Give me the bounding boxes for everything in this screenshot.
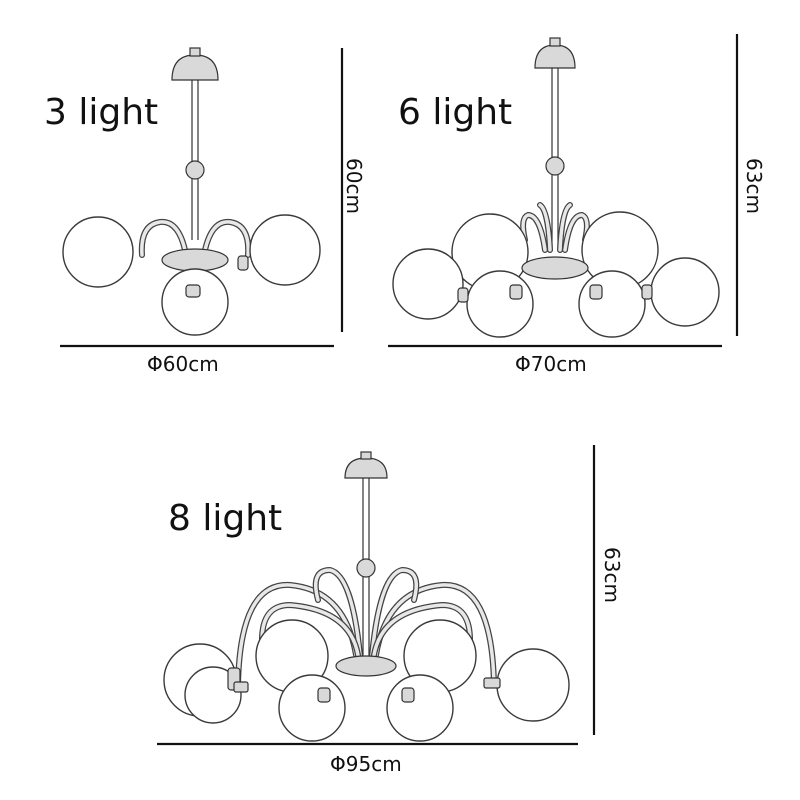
variant-label-8-light: 8 light (168, 498, 283, 539)
diameter-label-8-light: Φ95cm (330, 752, 402, 776)
chandelier-6-light-drawing (388, 34, 739, 348)
globe-shade (249, 214, 321, 286)
height-label-8-light: 63cm (600, 547, 624, 603)
chandelier-3-light-drawing (60, 47, 344, 348)
variant-label-3-light: 3 light (44, 92, 159, 133)
globe-shade (392, 248, 464, 320)
globe-shade (650, 257, 720, 327)
height-label-3-light: 60cm (342, 158, 366, 214)
diameter-label-6-light: Φ70cm (515, 352, 587, 376)
variant-label-6-light: 6 light (398, 92, 513, 133)
chandelier-8-light-drawing (157, 445, 596, 746)
globe-shade (466, 270, 534, 338)
globe-shade (578, 270, 646, 338)
diameter-label-3-light: Φ60cm (147, 352, 219, 376)
globe-shade (184, 666, 242, 724)
globe-shade (62, 216, 134, 288)
globe-shade (278, 674, 346, 742)
height-label-6-light: 63cm (742, 158, 766, 214)
globe-shade (386, 674, 454, 742)
globe-shade (496, 648, 570, 722)
globe-shade (161, 268, 229, 336)
